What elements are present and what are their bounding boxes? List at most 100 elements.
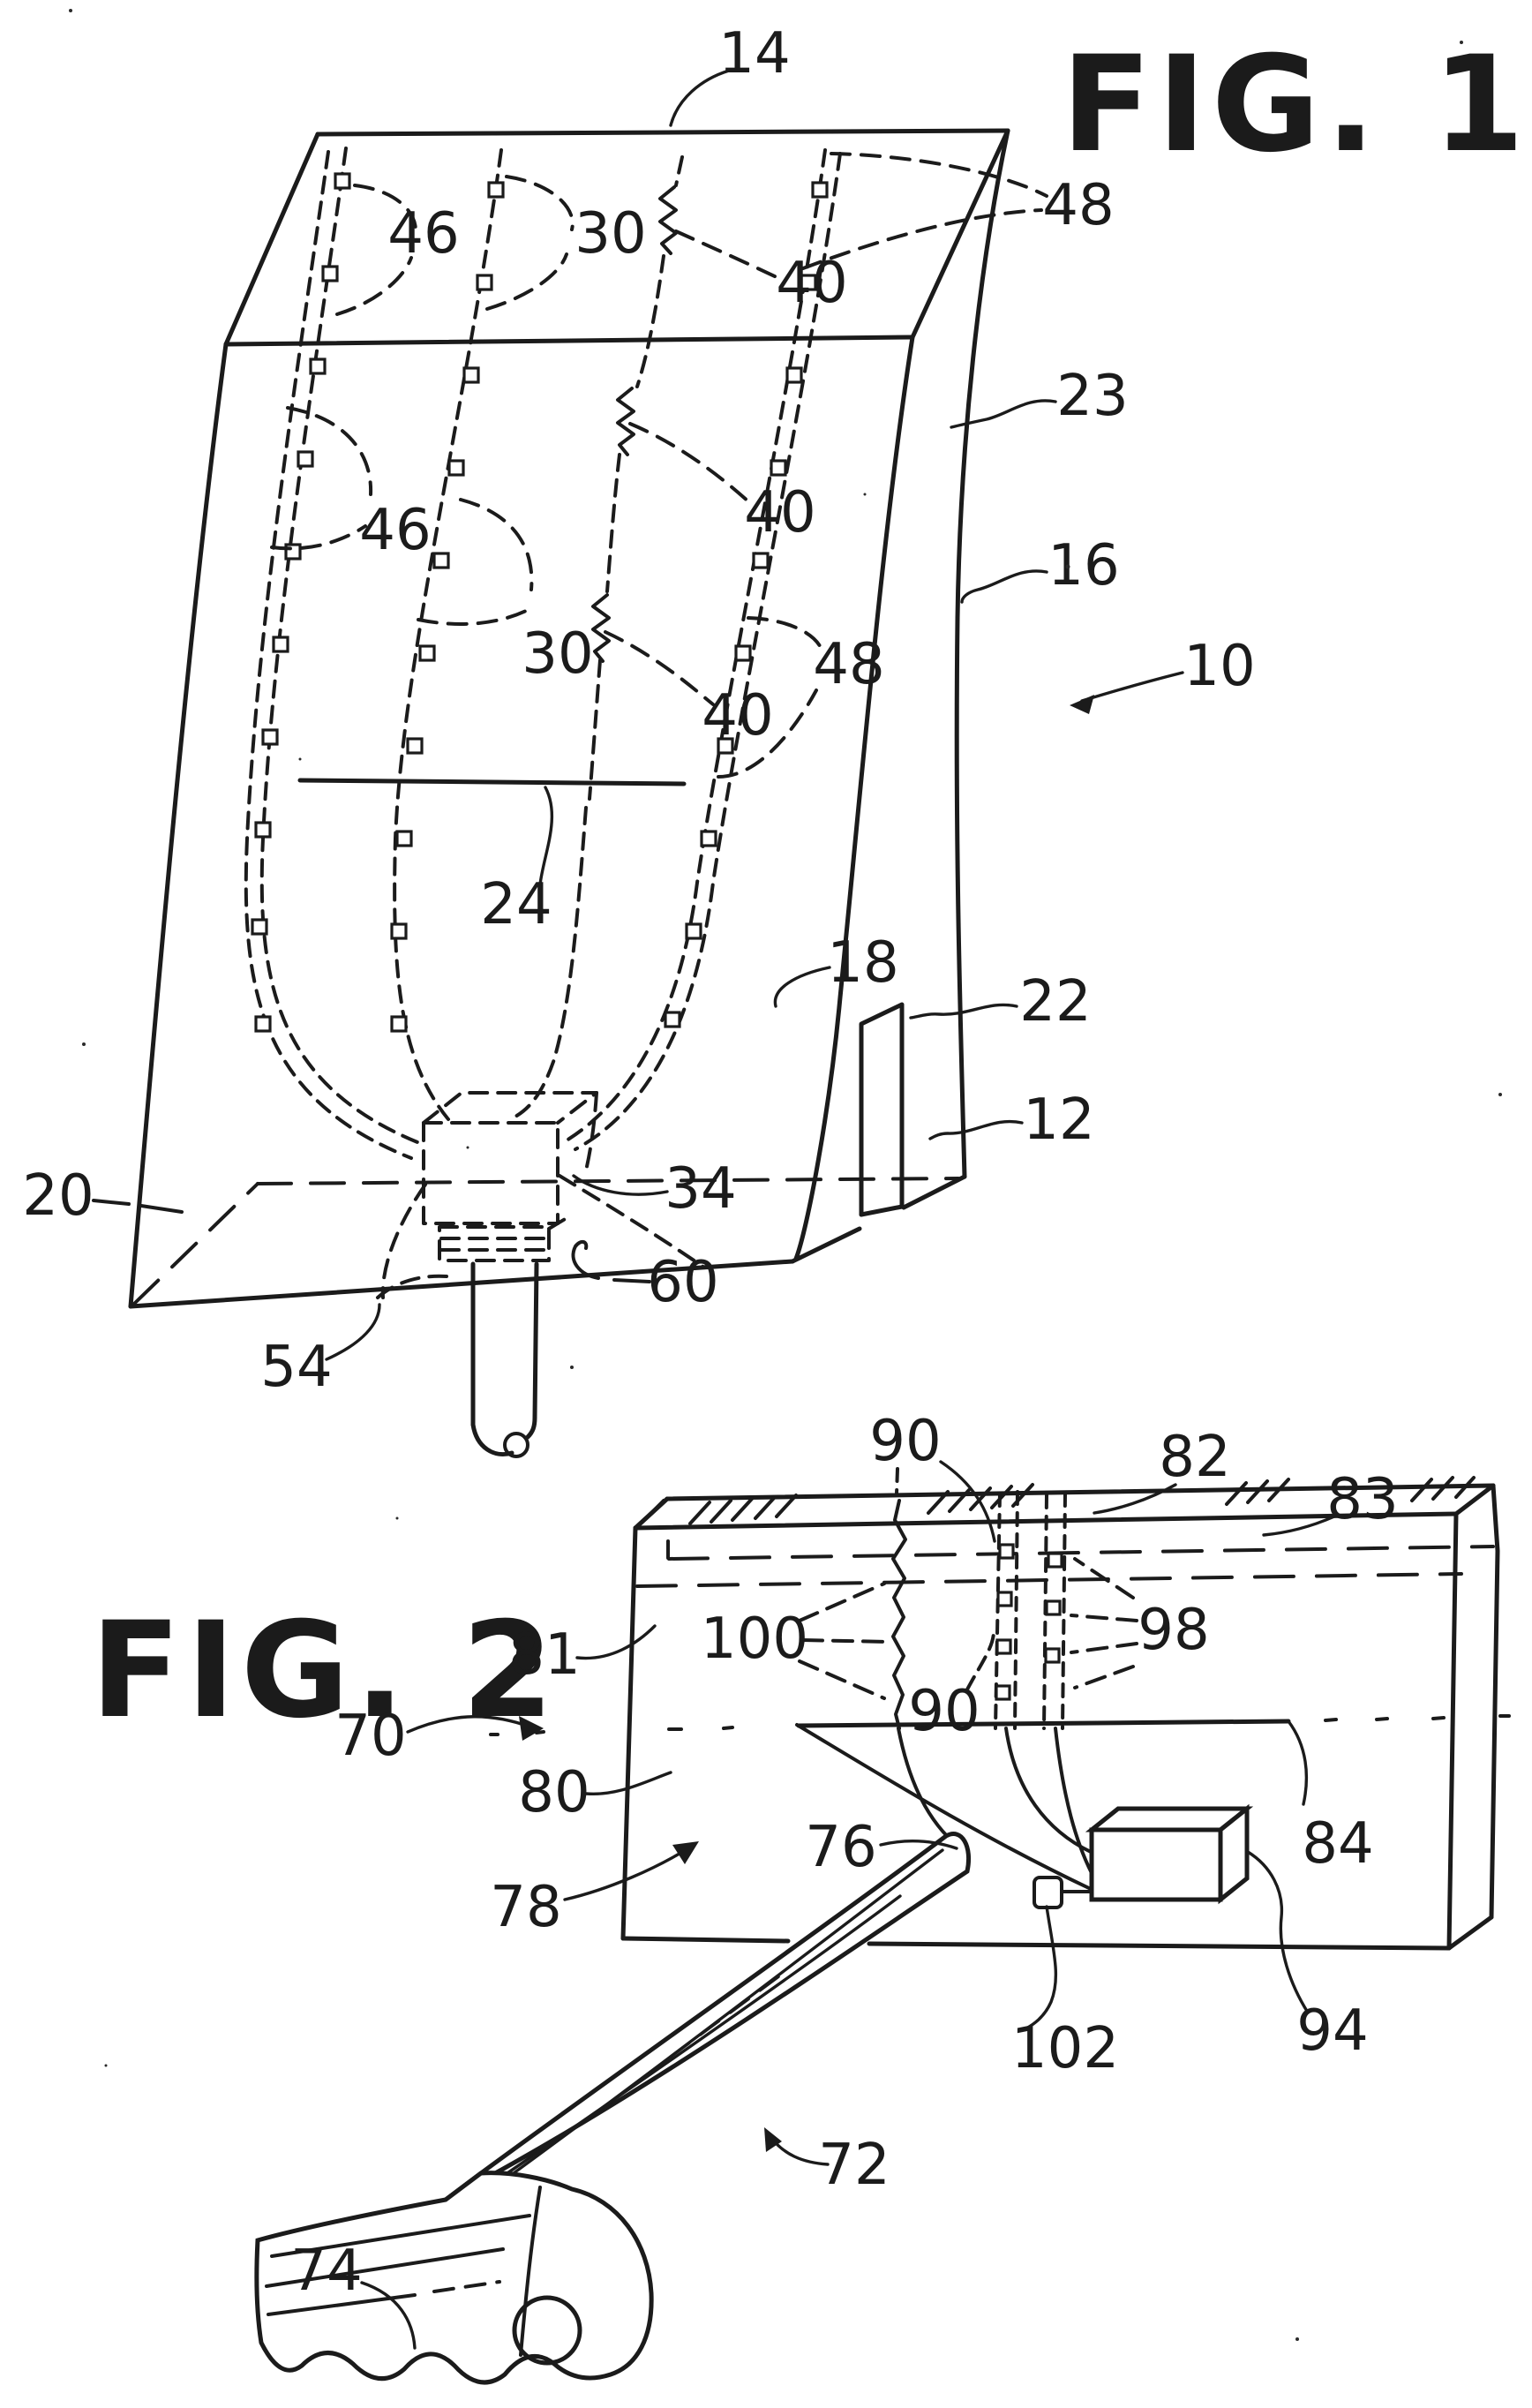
leader-16 [960,569,1048,604]
fig1-bottom-edge [128,1259,795,1309]
fig1-spout-flange [438,1216,568,1262]
leader-94 [1246,1850,1310,2014]
fig2-connector [1025,1876,1093,2030]
fig1-zigzag-2 [616,387,635,456]
leader-70-arrow [406,1715,531,1734]
fig2-resistive-strip [891,1467,907,1730]
leader-24 [538,786,554,886]
ref-label-40a: 40 [776,251,847,316]
fig1-spout [376,1261,539,1458]
ref-label-24: 24 [480,872,552,937]
fig1-spout-dashed-collar [376,1274,448,1299]
fig1-side-bottom-edge-left [790,1226,862,1264]
fig2-electrode-strip-1 [994,1490,1019,1730]
ref-label-34: 34 [665,1156,736,1222]
fig2-control-box [1085,1803,1254,1905]
ref-label-20: 20 [22,1163,94,1229]
leader-22 [909,1003,1018,1020]
fig1-outlet-box [422,1091,598,1225]
leader-82 [1093,1483,1177,1515]
leader-20 [92,1199,184,1214]
leader-90a [939,1460,996,1543]
ref-label-12: 12 [1023,1087,1094,1153]
ref-label-94: 94 [1296,1998,1368,2064]
fig1-door-flap [859,1002,905,1217]
leader-54 [325,1303,381,1361]
fig2-head-outline [254,2171,654,2385]
leader-76 [879,1839,958,1850]
fig1-zigzag-1 [658,185,678,255]
fig1-bag-bottom-curves [380,1174,706,1299]
ref-label-48b: 48 [813,632,884,697]
fig1-container-outline [128,128,1010,1309]
arrowhead-10 [1070,695,1094,714]
fig2-axis-dots [489,1714,1511,1736]
ref-label-83: 83 [1326,1467,1398,1532]
ref-label-30a: 30 [574,201,646,267]
ref-label-40c: 40 [702,683,773,749]
fig2-side-outer-edge [1489,1483,1500,1920]
ref-label-70: 70 [334,1704,406,1769]
ref-label-16: 16 [1048,533,1119,598]
fig1-zigzag-3 [591,593,611,663]
leader-14 [669,69,731,127]
fig2-callout-fans [798,1557,1138,1700]
leader-60 [571,1240,651,1283]
ref-label-74: 74 [290,2239,362,2304]
leader-12 [928,1119,1024,1140]
leader-83 [1262,1515,1336,1537]
ref-label-90a: 90 [869,1409,941,1474]
fig2-bar-hatching [648,1476,1476,1525]
fig1-electrode-column-4b [574,152,842,1151]
fig2-connector-wire [1025,1905,1058,2030]
leader-80 [584,1771,672,1796]
ref-label-54: 54 [260,1335,332,1400]
fig1-electrode-column-1b [244,150,413,1160]
ref-label-18: 18 [827,930,898,996]
fig2-panel-outline [620,1483,1500,1951]
fig1-electrode-column-1 [244,147,424,1160]
ref-label-22: 22 [1019,969,1091,1035]
fig2-dashed-line-2 [635,1572,1463,1588]
fig2-electrode-strip-2 [1042,1492,1067,1730]
ref-label-80: 80 [518,1760,590,1825]
fig1-level-line [297,778,687,786]
fig2-right-edge [1446,1511,1459,1951]
leader-34 [572,1174,669,1196]
fig2-leader-lines [360,1460,1336,2350]
fig2-handle-shaft [444,1832,971,2202]
fig1-electrode-column-2 [390,148,505,1121]
fig1-title: FIG. 1 [1062,28,1530,182]
leader-84 [1287,1719,1309,1806]
leader-18 [773,966,831,1008]
ref-label-48a: 48 [1042,173,1114,238]
ref-label-23: 23 [1056,364,1128,429]
figure-2: FIG. 2 90 82 83 100 98 90 81 70 80 78 84… [91,1409,1511,2385]
ref-label-14: 14 [718,21,790,87]
ref-label-30b: 30 [522,621,593,687]
fig1-top-right-edge [910,128,1010,340]
scan-specks [69,9,1502,2341]
arrowhead-78 [672,1841,699,1864]
ref-label-98: 98 [1138,1598,1209,1663]
fig1-hidden-bottom-diagonal [132,1182,259,1306]
fig1-fold-edge [223,335,915,347]
fig1-leader-lines [92,69,1184,1361]
fig2-head-divider [519,2186,542,2357]
fig2-title: FIG. 2 [91,1594,559,1748]
fig2-side-bottom-edge [1446,1915,1494,1951]
leader-23 [950,399,1057,429]
leader-81 [575,1624,657,1660]
fig2-handle [444,1832,971,2202]
fig1-hidden-bottom-edge [256,1177,960,1185]
ref-label-60: 60 [647,1250,718,1315]
ref-label-102: 102 [1011,2016,1119,2081]
fig2-left-edge [620,1525,638,1941]
ref-label-81: 81 [508,1622,580,1688]
fig1-left-edge [128,342,229,1309]
ref-label-82: 82 [1159,1425,1230,1490]
fig2-head-hole [512,2295,582,2366]
fig2-dashed-line-1 [667,1545,1495,1561]
